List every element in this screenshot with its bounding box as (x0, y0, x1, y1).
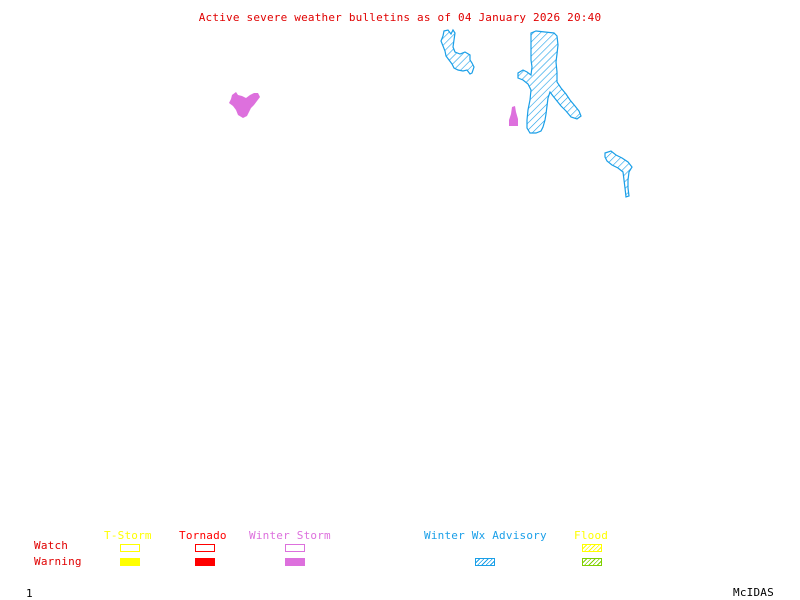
legend-label-tstorm: T-Storm (104, 529, 152, 542)
legend-swatch-flood-watch (582, 544, 602, 552)
winter-wx-advisory-area (604, 150, 633, 198)
legend-label-winter-wx-advisory: Winter Wx Advisory (424, 529, 547, 542)
legend-swatch-flood-warning (582, 558, 602, 566)
legend-label-winter-storm: Winter Storm (249, 529, 331, 542)
winter-wx-advisory-area (440, 28, 475, 75)
legend-row-warning: Warning (34, 555, 82, 568)
winter-storm-warning-area (229, 92, 260, 118)
legend-swatch-tornado-warning (195, 558, 215, 566)
legend-swatch-tstorm-watch (120, 544, 140, 552)
legend-swatch-winter-wx-advisory-warning (475, 558, 495, 566)
bulletin-title: Active severe weather bulletins as of 04… (198, 11, 602, 24)
legend-swatch-winter-storm-watch (285, 544, 305, 552)
legend-swatch-tstorm-warning (120, 558, 140, 566)
mcidas-branding: McIDAS (733, 586, 774, 599)
legend-swatch-winter-storm-warning (285, 558, 305, 566)
winter-storm-warning-area (509, 106, 518, 126)
legend-swatch-tornado-watch (195, 544, 215, 552)
legend-label-flood: Flood (574, 529, 609, 542)
legend-row-watch: Watch (34, 539, 69, 552)
winter-wx-advisory-area (517, 30, 582, 134)
frame-number: 1 (26, 587, 33, 600)
legend-label-tornado: Tornado (179, 529, 227, 542)
